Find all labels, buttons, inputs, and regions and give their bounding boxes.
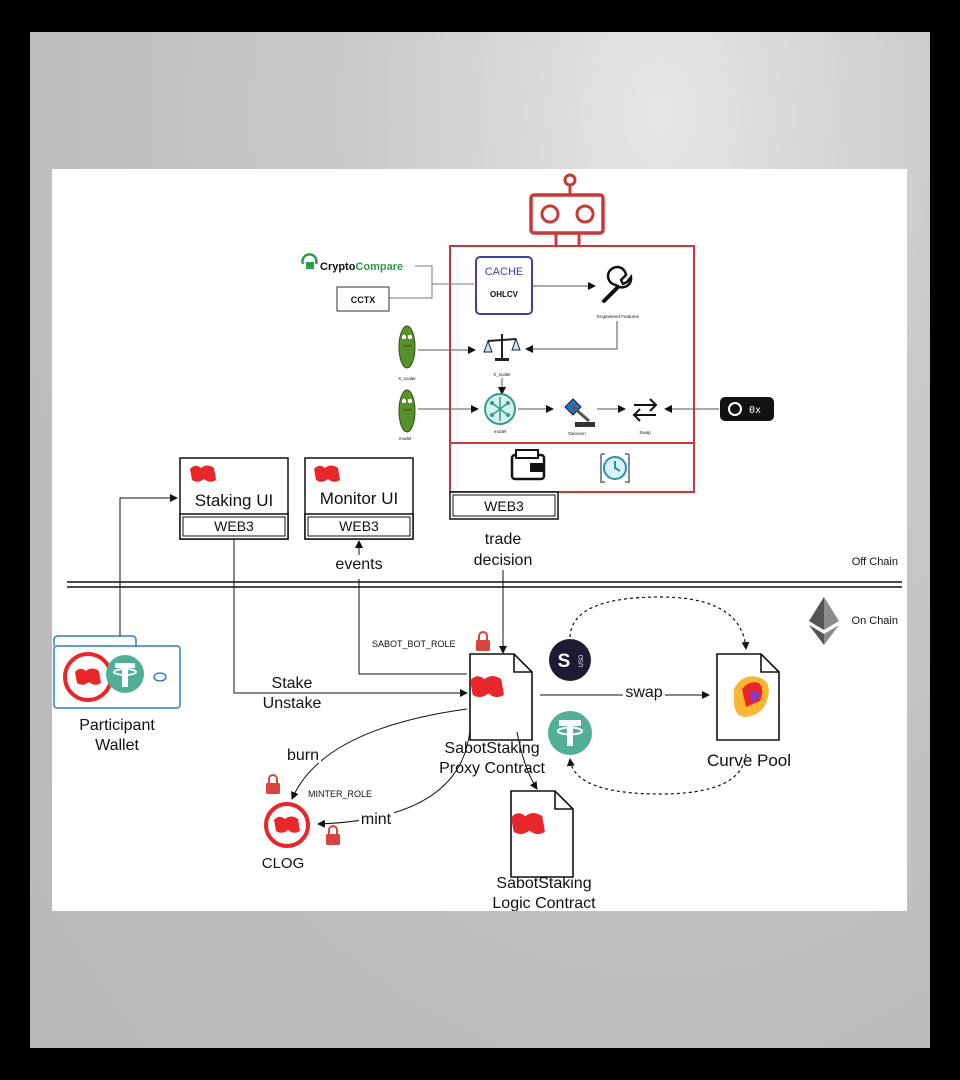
monitor-ui-title: Monitor UI — [320, 489, 398, 508]
model-left-label: model — [399, 436, 411, 441]
cryptocompare-a: Crypto — [320, 261, 356, 273]
burn-label: burn — [287, 747, 319, 764]
bot-container — [449, 245, 695, 493]
monitor-ui-box: Monitor UI WEB3 — [304, 457, 414, 540]
participant-wallet-icon — [53, 635, 181, 709]
off-chain-label: Off Chain — [852, 556, 898, 568]
susd-label: USD — [579, 654, 585, 667]
curve-pool-doc — [716, 653, 780, 741]
swap-label: swap — [625, 684, 662, 701]
clog-token-icon — [264, 802, 310, 848]
bot-web3-box — [449, 491, 559, 520]
architecture-diagram: CryptoCompare CCTX CACHE OHLCV Engineere… — [52, 169, 907, 911]
wrench-icon — [602, 265, 633, 303]
engineered-features-label: Engineered Features — [597, 314, 640, 319]
mint-lock-icon — [325, 825, 341, 846]
swap-icon — [632, 398, 658, 422]
robot-icon — [529, 173, 605, 246]
neural-model-icon — [484, 393, 516, 425]
zerox-label: 0x — [749, 405, 761, 416]
decision-label: Decision — [568, 431, 586, 436]
gavel-icon — [564, 398, 595, 427]
swap-small-label: Swap — [639, 430, 651, 435]
cache-title: CACHE — [485, 266, 524, 278]
svg-text:CryptoCompare: CryptoCompare — [320, 261, 403, 273]
participant-wallet-line2: Wallet — [95, 737, 139, 754]
clock-sync-icon — [600, 453, 630, 483]
bot-web3-label: WEB3 — [484, 498, 524, 514]
burn-lock-icon — [265, 774, 281, 795]
logic-contract-line1: SabotStaking — [496, 875, 591, 892]
staking-ui-title: Staking UI — [195, 491, 273, 510]
cctx-label: CCTX — [351, 295, 376, 305]
stake-label: Stake — [272, 675, 313, 692]
proxy-contract-line1: SabotStaking — [444, 740, 539, 757]
decision-text-label: decision — [474, 552, 533, 569]
sabot-bot-role-label: SABOT_BOT_ROLE — [372, 639, 456, 649]
tether-token-icon — [548, 711, 592, 755]
bot-role-lock-icon — [475, 631, 491, 652]
mint-label: mint — [361, 811, 392, 828]
unstake-label: Unstake — [263, 695, 322, 712]
monitor-ui-web3: WEB3 — [339, 518, 379, 534]
pickle-model-icon — [398, 389, 416, 433]
trade-label: trade — [485, 531, 522, 548]
participant-wallet-line1: Participant — [79, 717, 155, 734]
pickle-x-scaler-icon — [398, 325, 416, 369]
x-scaler-left-label: X_scaler — [398, 376, 416, 381]
ohlcv-label: OHLCV — [490, 290, 519, 299]
wallet-icon — [510, 449, 546, 481]
susd-token-icon: S USD — [549, 639, 591, 681]
cryptocompare-b: Compare — [355, 261, 403, 273]
minter-role-label: MINTER_ROLE — [308, 789, 372, 799]
scales-icon — [483, 334, 521, 361]
curve-pool-label: Curve Pool — [707, 751, 791, 770]
staking-ui-box: Staking UI WEB3 — [179, 457, 289, 540]
clog-label: CLOG — [262, 855, 305, 872]
logic-contract-doc — [510, 790, 574, 878]
cryptocompare-logo: CryptoCompare — [301, 253, 403, 273]
events-label: events — [335, 556, 382, 573]
model-mid-label: model — [494, 429, 506, 434]
proxy-contract-line2: Proxy Contract — [439, 760, 545, 777]
zerox-logo: 0x — [720, 397, 774, 421]
svg-text:S: S — [558, 651, 571, 672]
diagram-svg: CryptoCompare CCTX CACHE OHLCV Engineere… — [53, 173, 902, 911]
cctx-box — [336, 286, 390, 312]
logic-contract-line2: Logic Contract — [492, 895, 596, 911]
x-scaler-mid-label: X_scaler — [493, 372, 511, 377]
staking-ui-web3: WEB3 — [214, 518, 254, 534]
ethereum-icon — [809, 597, 839, 645]
proxy-contract-doc — [469, 653, 533, 741]
on-chain-label: On Chain — [852, 615, 898, 627]
